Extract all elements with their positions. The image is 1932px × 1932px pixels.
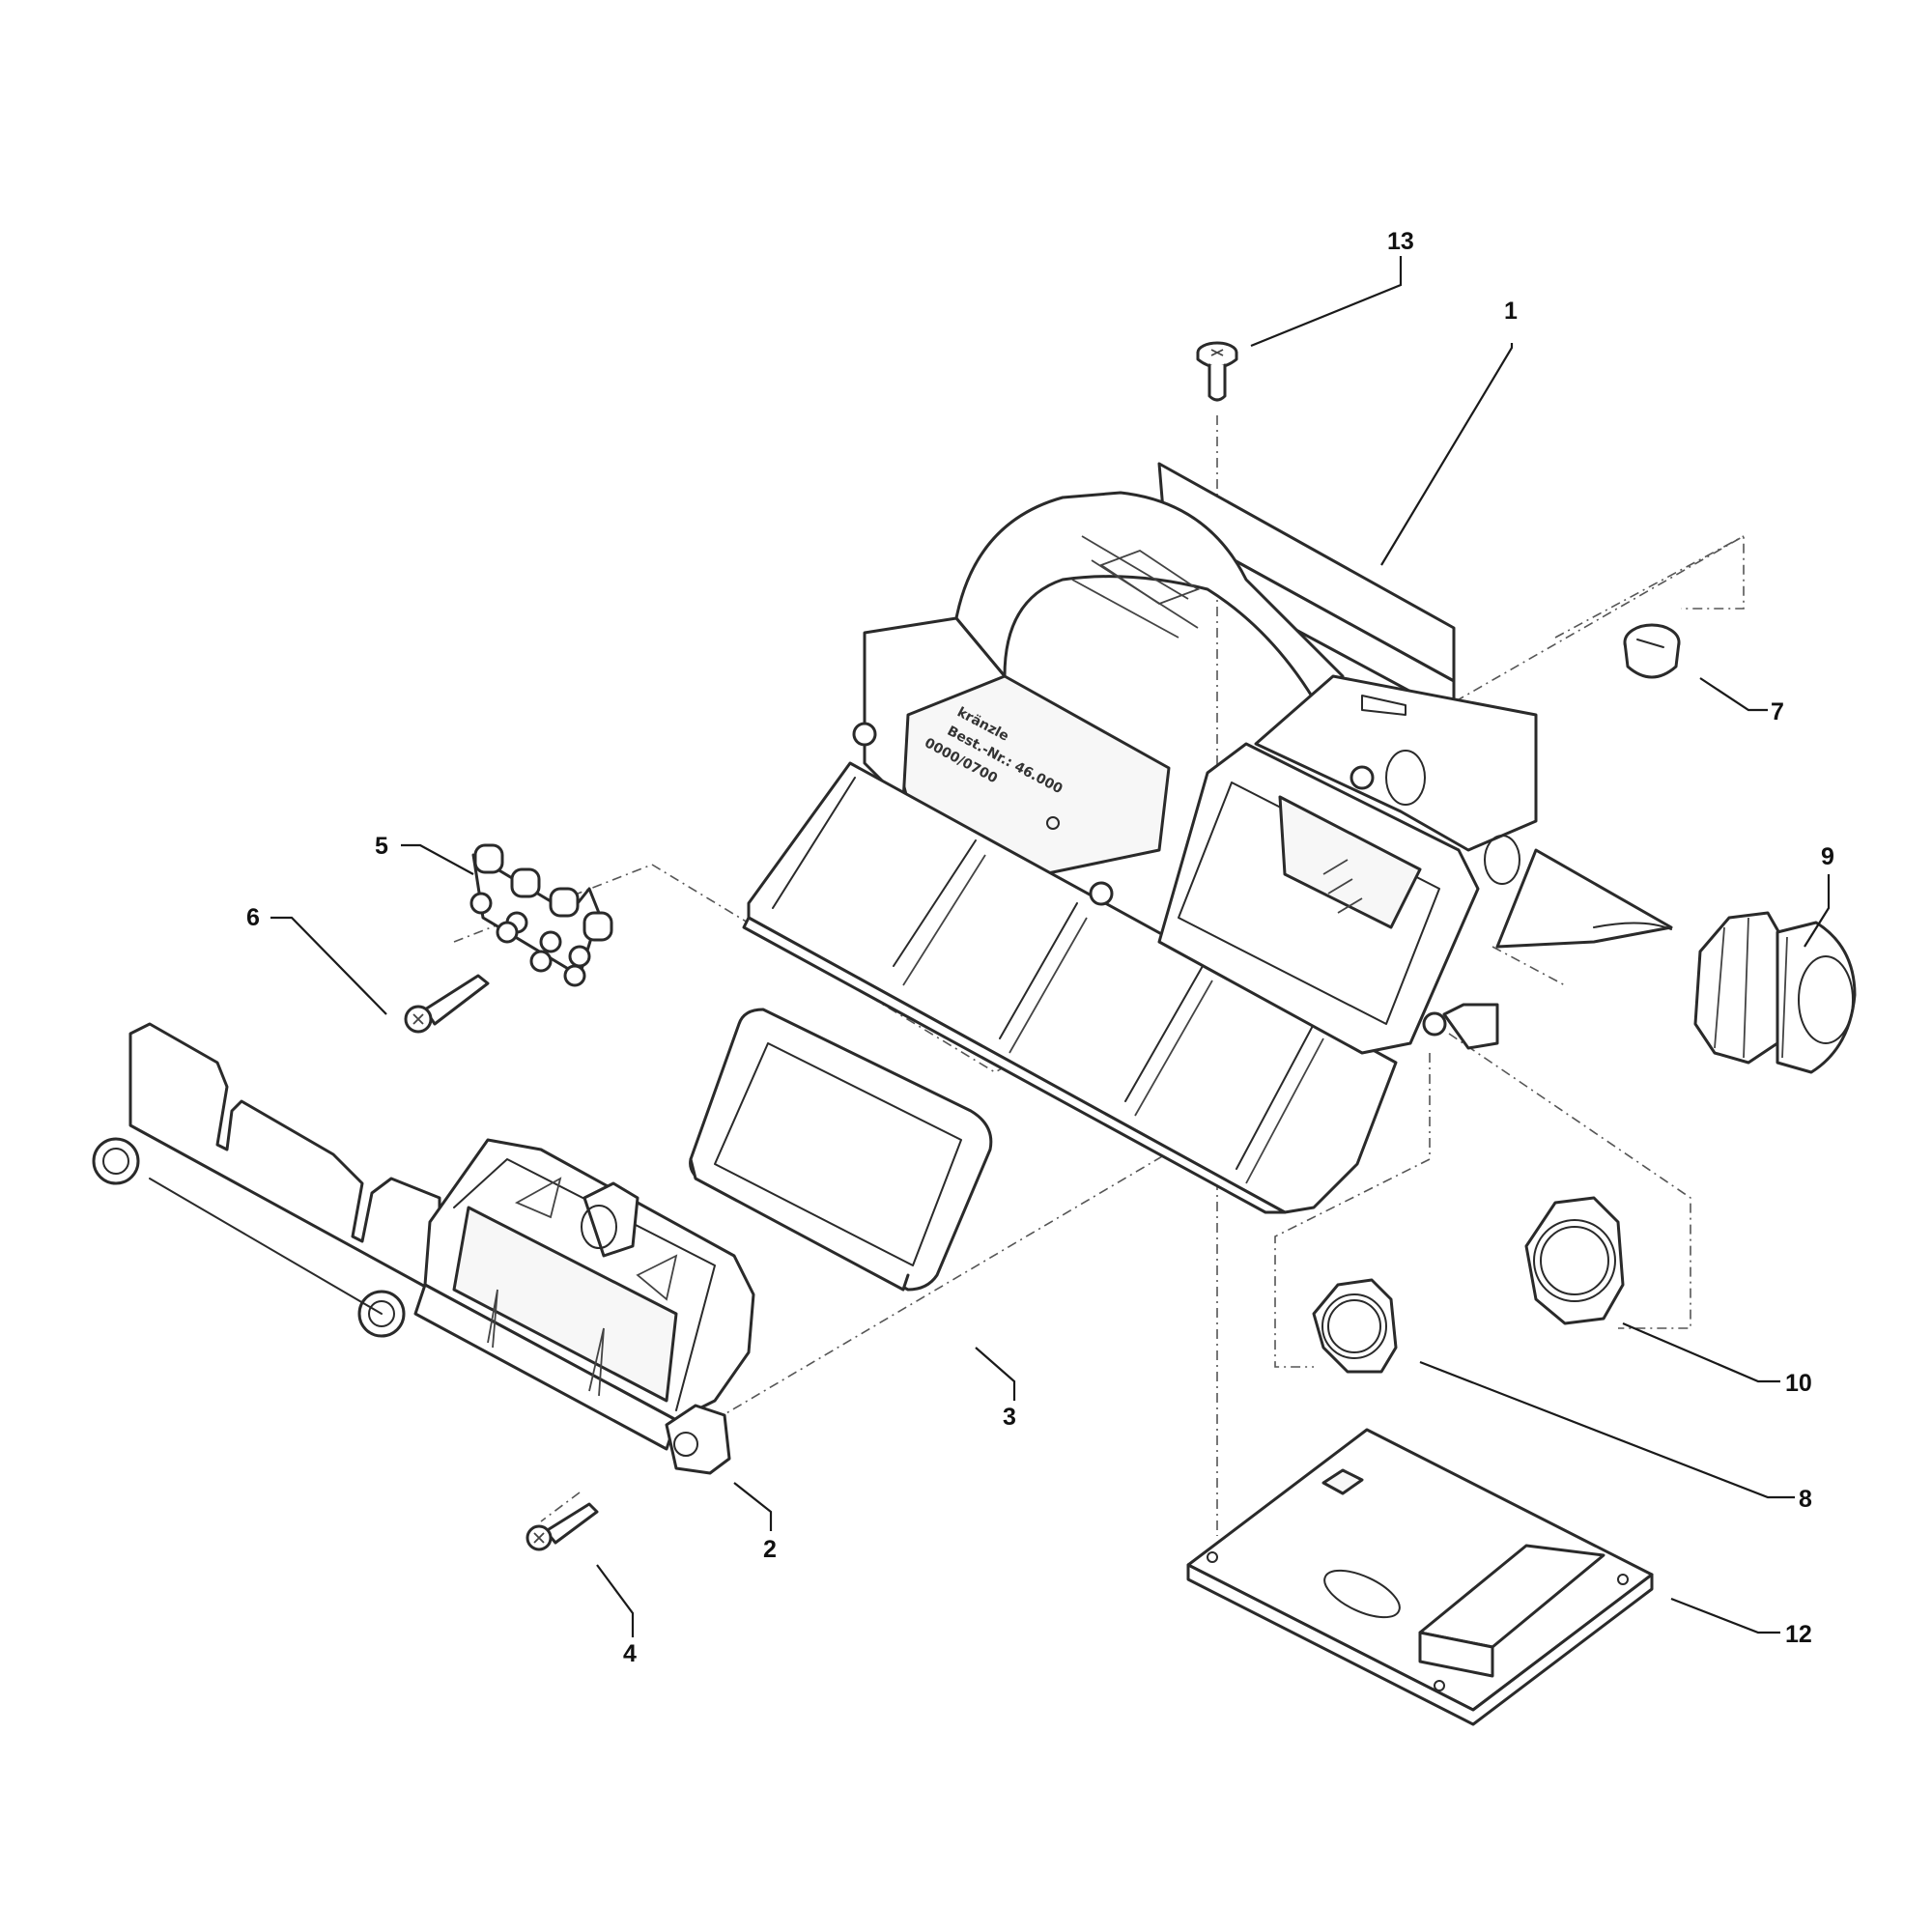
leader-13 [1250, 256, 1403, 348]
screw-part-6 [404, 974, 490, 1034]
screw-part-13 [1196, 341, 1238, 402]
callout-6: 6 [246, 904, 260, 931]
plug-part-7 [1623, 623, 1681, 679]
callout-7: 7 [1771, 698, 1784, 725]
callout-10: 10 [1785, 1370, 1812, 1397]
leader-12 [1670, 1597, 1780, 1634]
cover-part-2 [92, 1022, 755, 1475]
callout-2: 2 [763, 1536, 777, 1563]
nut-part-8 [1312, 1278, 1398, 1374]
leader-6 [270, 916, 387, 1015]
screw-part-4 [526, 1502, 599, 1551]
callout-leaders [270, 256, 1831, 1637]
leader-7 [1699, 677, 1768, 712]
housing-part-1: kränzle Best.-Nr.: 46.000 0000/0700 [742, 462, 1673, 1214]
callout-8: 8 [1799, 1486, 1812, 1513]
base-plate-part-12 [1186, 1428, 1654, 1726]
terminal-block-part-5 [469, 843, 613, 987]
leader-5 [401, 843, 474, 875]
leader-9 [1804, 874, 1831, 948]
callout-9: 9 [1821, 843, 1834, 870]
nut-part-10 [1524, 1196, 1625, 1325]
callout-13: 13 [1387, 228, 1414, 255]
leader-4 [596, 1564, 635, 1637]
leader-10 [1622, 1321, 1780, 1383]
callout-12: 12 [1785, 1621, 1812, 1648]
cable-gland-part-9 [1693, 911, 1857, 1074]
callout-5: 5 [375, 833, 388, 860]
callout-3: 3 [1003, 1404, 1016, 1431]
leader-1 [1380, 343, 1514, 566]
seal-part-3 [689, 1008, 993, 1292]
leader-3 [975, 1347, 1016, 1401]
callout-1: 1 [1504, 298, 1518, 325]
callout-labels: 1 2 3 4 5 6 7 8 9 10 12 13 [246, 228, 1834, 1667]
leader-8 [1419, 1360, 1795, 1499]
leader-2 [733, 1482, 773, 1531]
callout-4: 4 [623, 1640, 637, 1667]
